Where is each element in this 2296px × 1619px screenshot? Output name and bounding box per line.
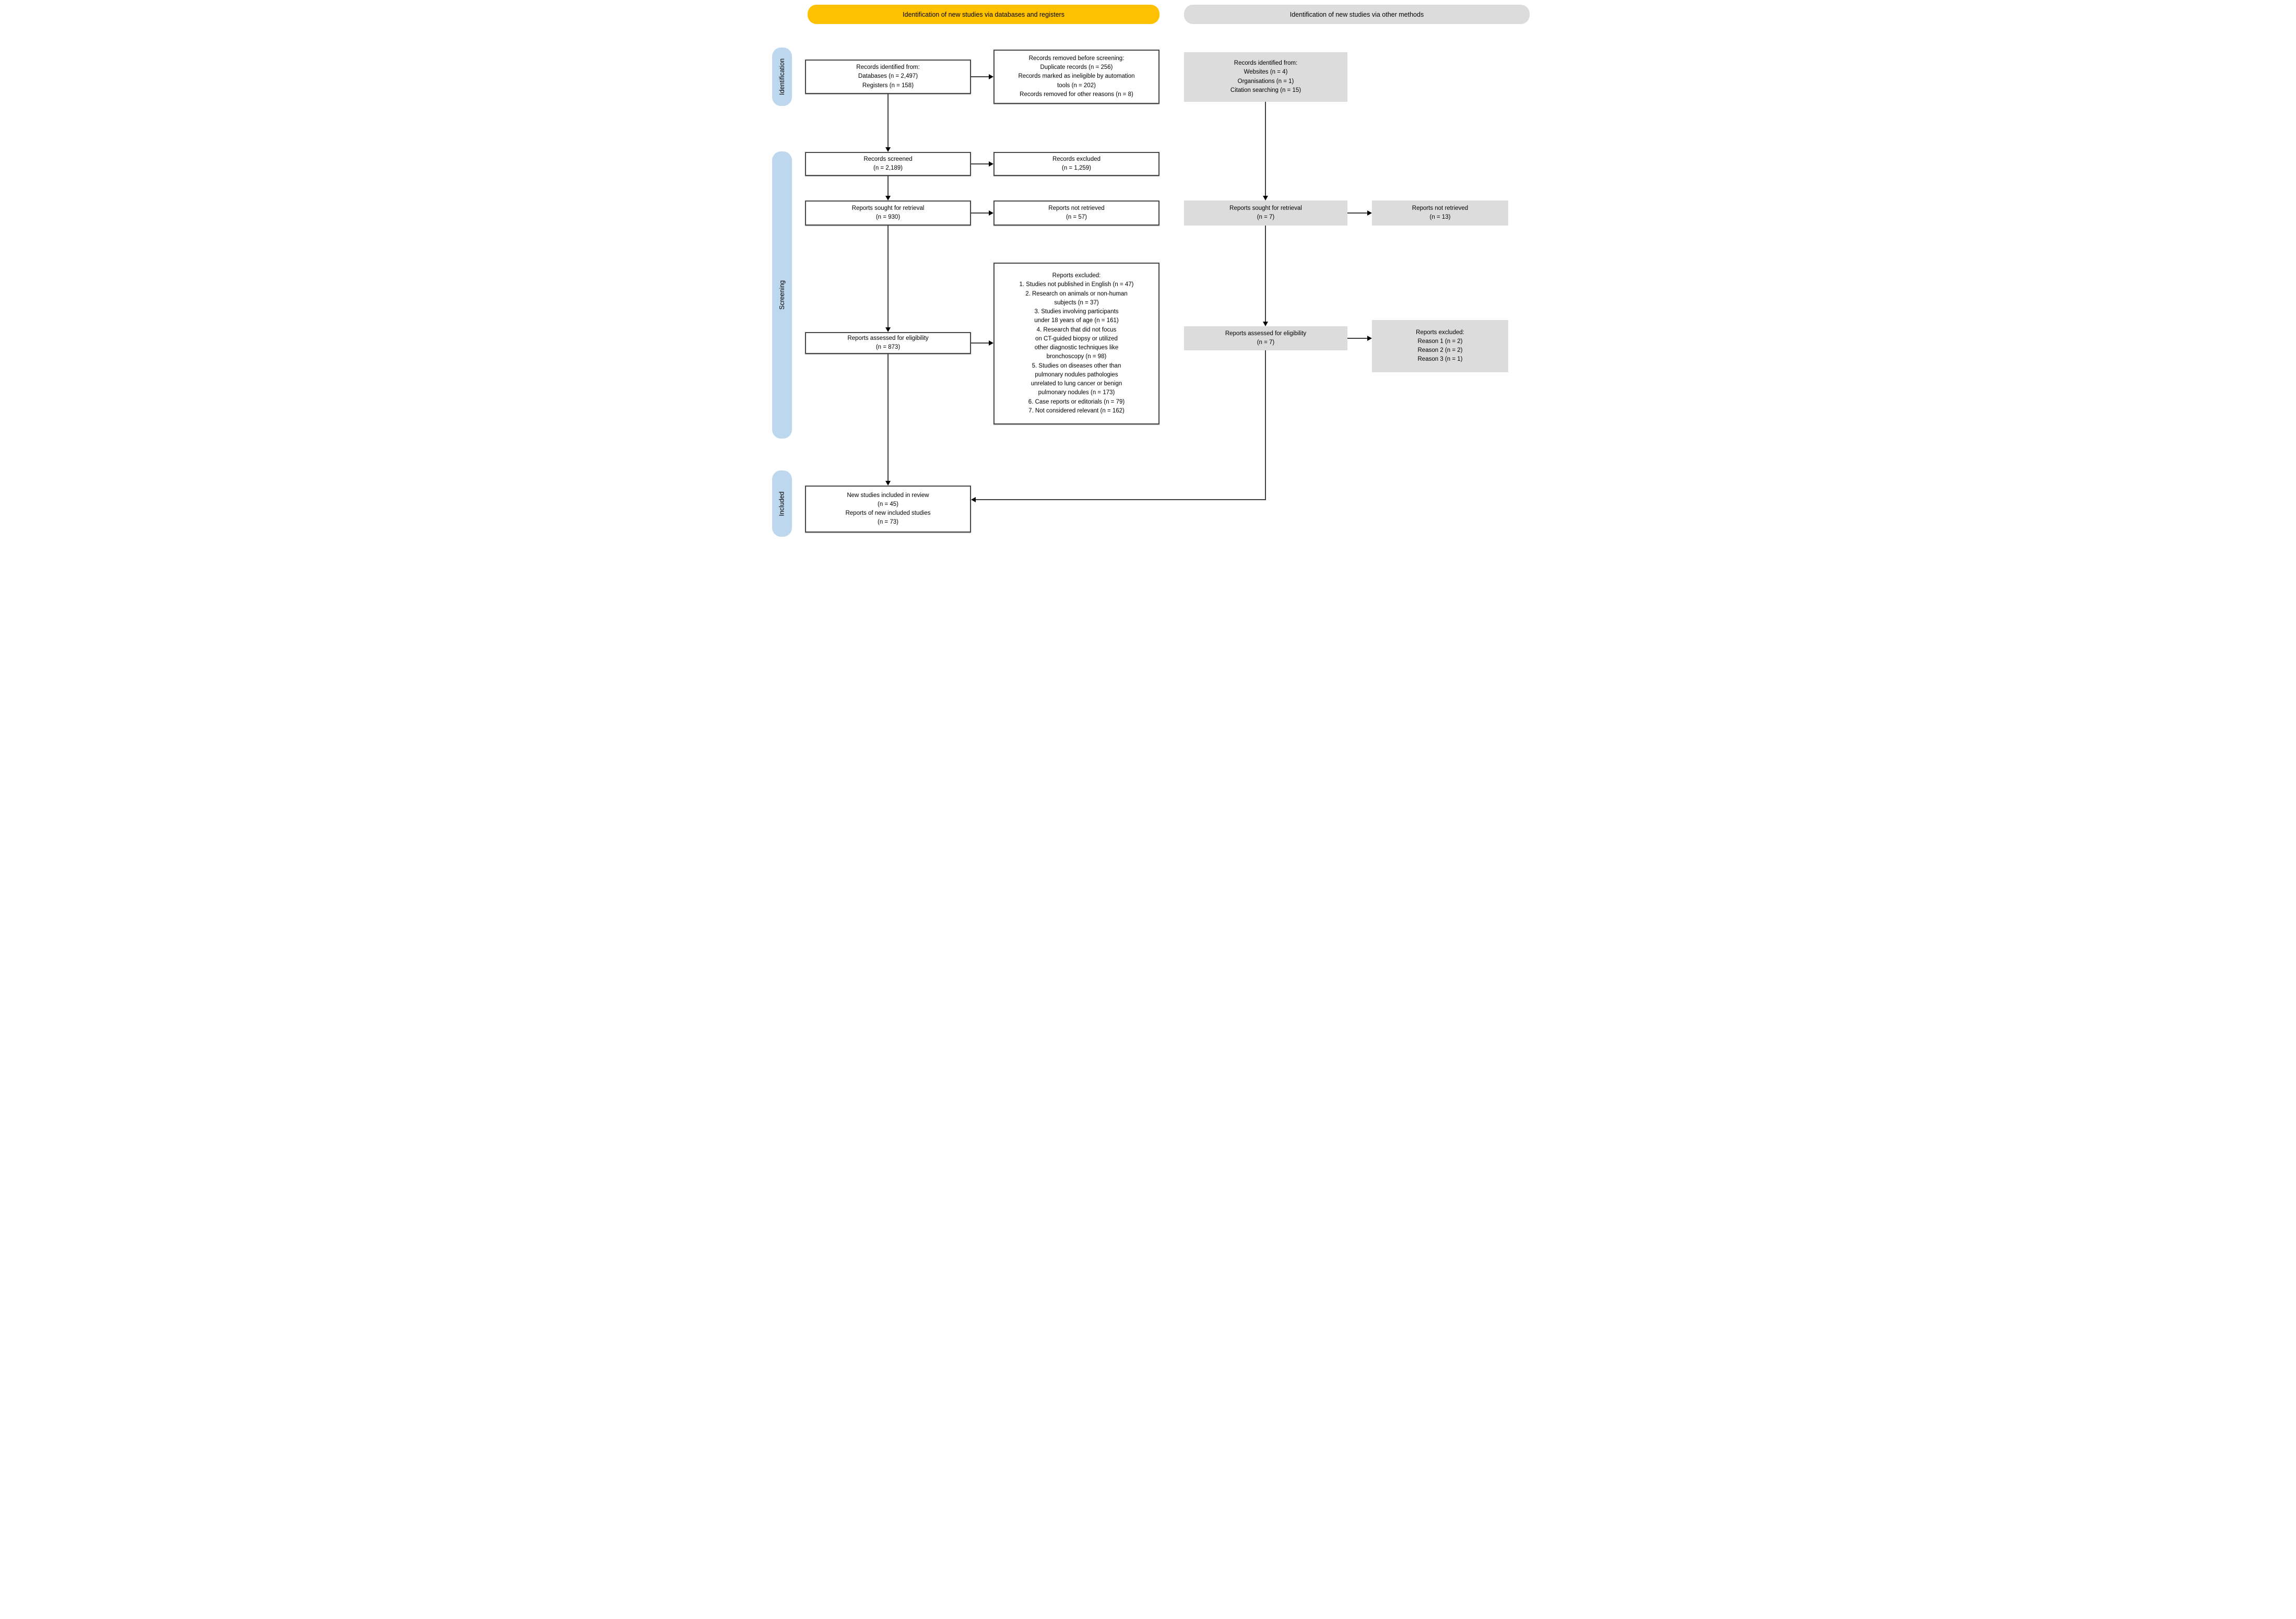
arrow-line-other-assessed-down bbox=[1265, 350, 1266, 500]
arrowhead-other-to-included bbox=[971, 497, 976, 502]
records-identified-other-text: Records identified from: Websites (n = 4… bbox=[1230, 60, 1301, 93]
prisma-flow-diagram: Identification of new studies via databa… bbox=[765, 0, 1531, 540]
box-reports-assessed-other: Reports assessed for eligibility (n = 7) bbox=[1184, 326, 1347, 350]
arrowhead-assessed-to-excludedreasons bbox=[989, 340, 993, 346]
arrow-line-identified-to-removed bbox=[971, 76, 989, 77]
arrowhead-sought-to-assessed bbox=[885, 327, 891, 332]
arrowhead-sought-to-notretrieved bbox=[989, 210, 993, 216]
box-reports-sought-other: Reports sought for retrieval (n = 7) bbox=[1184, 200, 1347, 226]
arrow-line-assessed-to-excludedreasons bbox=[971, 342, 989, 344]
arrowhead-other-assessed-to-excluded bbox=[1367, 336, 1372, 341]
stage-pill-identification: Identification bbox=[772, 48, 792, 106]
banner-other-methods: Identification of new studies via other … bbox=[1184, 5, 1530, 24]
arrowhead-identified-to-removed bbox=[989, 74, 993, 79]
banner-other-methods-label: Identification of new studies via other … bbox=[1289, 10, 1424, 18]
box-reports-sought-databases: Reports sought for retrieval (n = 930) bbox=[805, 200, 971, 226]
arrow-line-other-to-included bbox=[976, 499, 1266, 500]
reports-excluded-reasons-databases-text: Reports excluded: 1. Studies not publish… bbox=[1019, 273, 1134, 414]
reports-not-retrieved-databases-text: Reports not retrieved (n = 57) bbox=[1048, 205, 1105, 220]
box-reports-excluded-reasons-other: Reports excluded: Reason 1 (n = 2) Reaso… bbox=[1372, 320, 1508, 372]
arrowhead-assessed-to-included bbox=[885, 481, 891, 486]
box-reports-not-retrieved-other: Reports not retrieved (n = 13) bbox=[1372, 200, 1508, 226]
records-identified-databases-text: Records identified from: Databases (n = … bbox=[856, 64, 920, 89]
arrow-line-sought-to-assessed bbox=[887, 226, 889, 328]
reports-assessed-other-text: Reports assessed for eligibility (n = 7) bbox=[1225, 330, 1307, 346]
box-records-excluded: Records excluded (n = 1,259) bbox=[993, 152, 1159, 176]
arrow-line-screened-to-excluded bbox=[971, 163, 989, 164]
arrow-line-sought-to-notretrieved bbox=[971, 212, 989, 214]
arrowhead-identified-to-screened bbox=[885, 147, 891, 152]
stage-label-included: Included bbox=[778, 491, 786, 516]
records-screened-text: Records screened (n = 2,189) bbox=[863, 156, 913, 171]
box-records-identified-databases: Records identified from: Databases (n = … bbox=[805, 60, 971, 94]
banner-databases-registers-label: Identification of new studies via databa… bbox=[903, 10, 1064, 18]
arrowhead-screened-to-excluded bbox=[989, 161, 993, 167]
box-reports-excluded-reasons-databases: Reports excluded: 1. Studies not publish… bbox=[993, 263, 1159, 424]
reports-assessed-databases-text: Reports assessed for eligibility (n = 87… bbox=[847, 335, 929, 350]
new-studies-included-text: New studies included in review (n = 45) … bbox=[845, 492, 931, 526]
stage-label-identification: Identification bbox=[778, 58, 786, 96]
arrow-line-other-sought-to-assessed bbox=[1265, 226, 1266, 322]
arrowhead-other-sought-to-assessed bbox=[1263, 322, 1268, 326]
reports-sought-databases-text: Reports sought for retrieval (n = 930) bbox=[851, 205, 925, 220]
records-removed-text: Records removed before screening: Duplic… bbox=[1018, 55, 1135, 98]
stage-pill-screening: Screening bbox=[772, 151, 792, 439]
records-excluded-text: Records excluded (n = 1,259) bbox=[1052, 156, 1101, 171]
box-records-identified-other: Records identified from: Websites (n = 4… bbox=[1184, 52, 1347, 102]
arrow-line-identified-to-screened bbox=[887, 94, 889, 148]
arrowhead-other-sought-to-notretrieved bbox=[1367, 210, 1372, 216]
stage-pill-included: Included bbox=[772, 470, 792, 537]
box-new-studies-included: New studies included in review (n = 45) … bbox=[805, 486, 971, 533]
reports-excluded-reasons-other-text: Reports excluded: Reason 1 (n = 2) Reaso… bbox=[1416, 329, 1464, 363]
stage-label-screening: Screening bbox=[778, 280, 786, 310]
reports-sought-other-text: Reports sought for retrieval (n = 7) bbox=[1229, 205, 1302, 220]
box-reports-not-retrieved-databases: Reports not retrieved (n = 57) bbox=[993, 200, 1159, 226]
arrow-line-screened-to-sought bbox=[887, 176, 889, 196]
arrowhead-other-identified-to-sought bbox=[1263, 196, 1268, 200]
arrow-line-other-identified-to-sought bbox=[1265, 102, 1266, 196]
arrow-line-other-sought-to-notretrieved bbox=[1347, 212, 1367, 214]
box-records-screened: Records screened (n = 2,189) bbox=[805, 152, 971, 176]
reports-not-retrieved-other-text: Reports not retrieved (n = 13) bbox=[1412, 205, 1469, 220]
box-records-removed-before-screening: Records removed before screening: Duplic… bbox=[993, 50, 1159, 104]
banner-databases-registers: Identification of new studies via databa… bbox=[808, 5, 1159, 24]
arrowhead-screened-to-sought bbox=[885, 196, 891, 200]
arrow-line-other-assessed-to-excluded bbox=[1347, 338, 1367, 339]
box-reports-assessed-databases: Reports assessed for eligibility (n = 87… bbox=[805, 332, 971, 354]
arrow-line-assessed-to-included bbox=[887, 354, 889, 481]
